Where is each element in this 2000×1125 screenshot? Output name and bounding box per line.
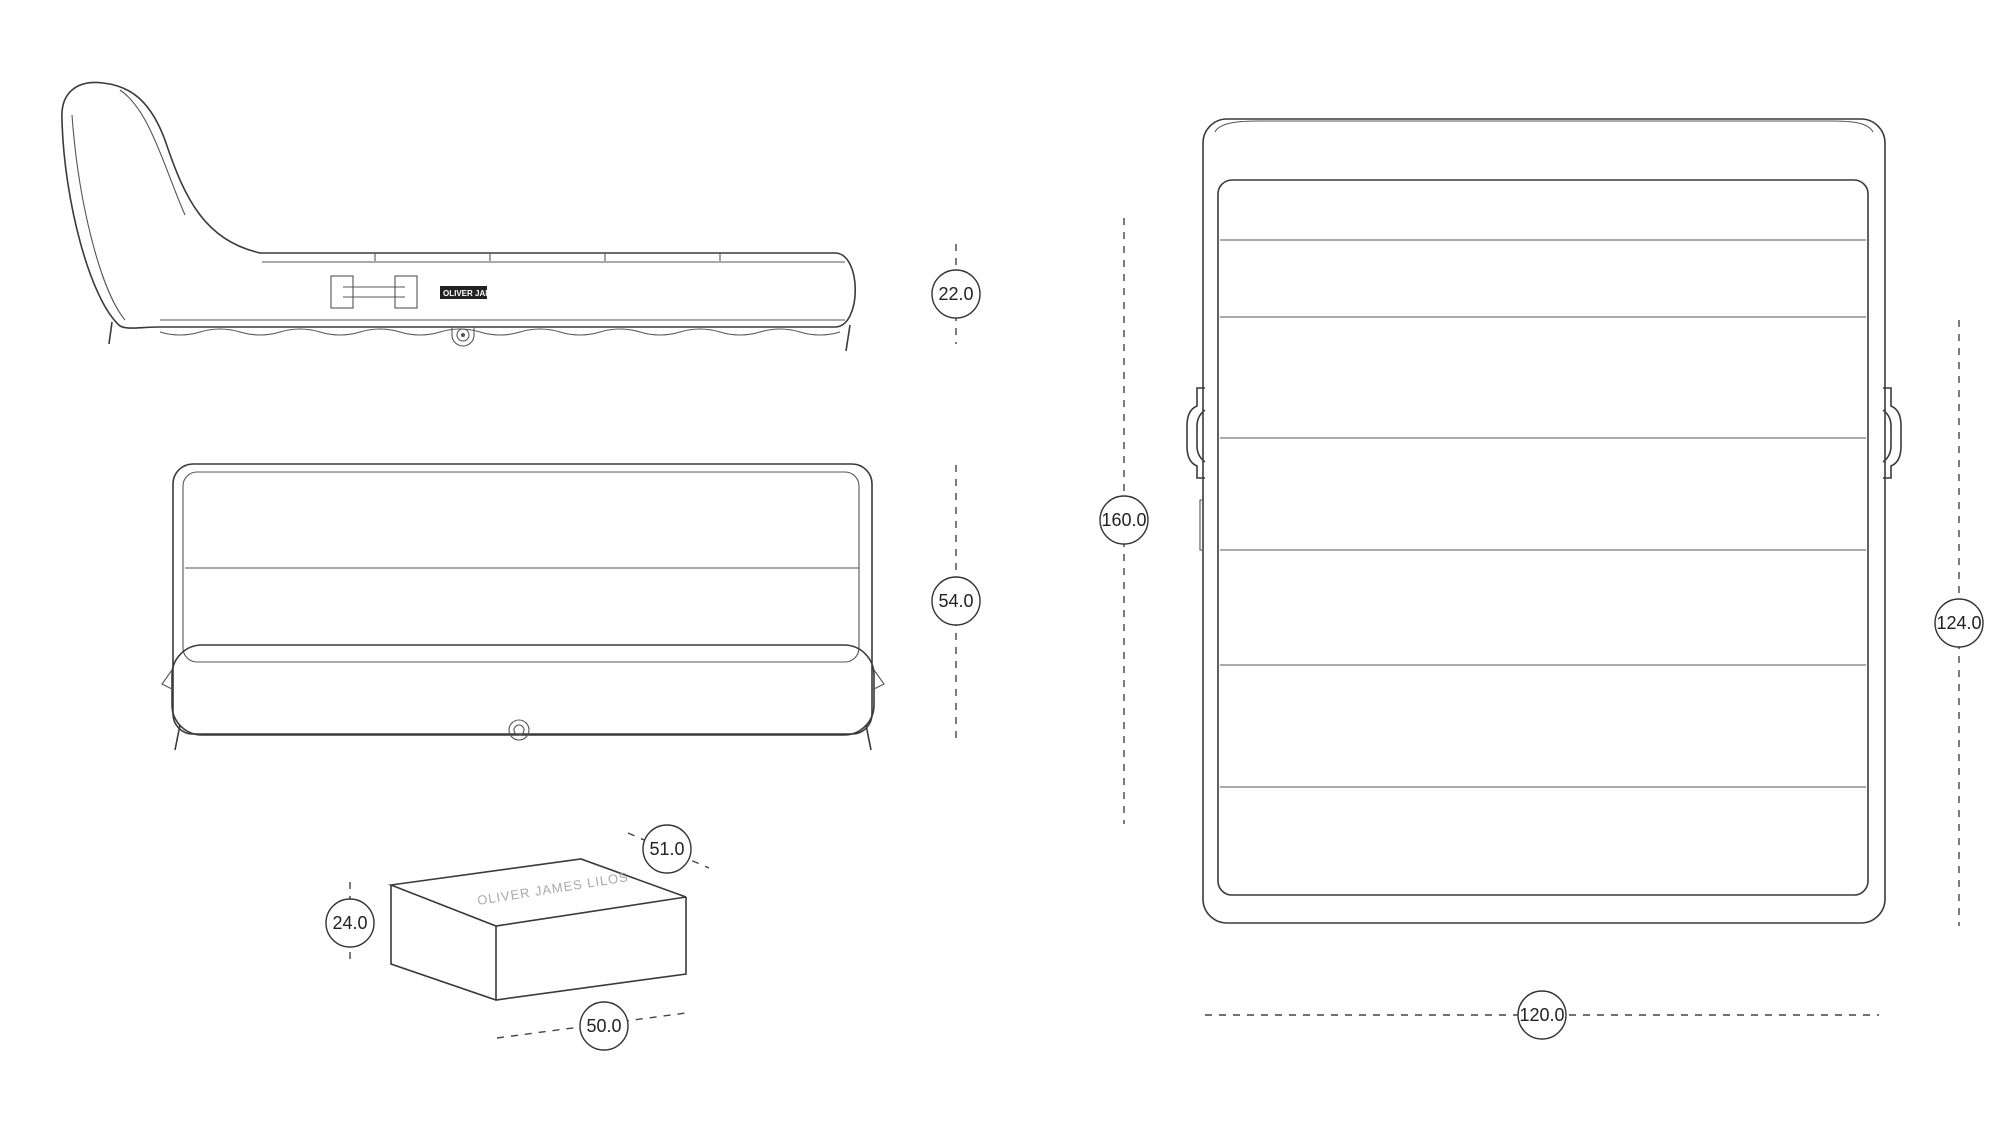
brand-logo: OLIVER JAMES: [440, 286, 503, 299]
dimension-label: 22.0: [938, 284, 973, 304]
packed-box-view: OLIVER JAMES LILOS 24.0 51.0 50.0: [325, 824, 710, 1051]
valve-icon: [451, 327, 475, 347]
front-view: 54.0: [161, 463, 981, 751]
dimension-label: 51.0: [649, 839, 684, 859]
handle-icon: [330, 275, 418, 309]
box-brand-text: OLIVER JAMES LILOS: [476, 869, 630, 908]
dimension-label: 50.0: [586, 1016, 621, 1036]
dimension-label: 24.0: [332, 913, 367, 933]
dimension-label: 124.0: [1936, 613, 1981, 633]
valve-icon: [508, 719, 530, 741]
svg-text:OLIVER JAMES: OLIVER JAMES: [443, 289, 503, 298]
dimension-label: 54.0: [938, 591, 973, 611]
handle-icon: [1186, 387, 1206, 479]
side-view: OLIVER JAMES 22.0: [61, 81, 981, 352]
dimension-label: 120.0: [1519, 1005, 1564, 1025]
dimension-label: 160.0: [1101, 510, 1146, 530]
top-view: 160.0 124.0 120.0: [1099, 118, 1984, 1040]
handle-icon: [1882, 387, 1902, 479]
